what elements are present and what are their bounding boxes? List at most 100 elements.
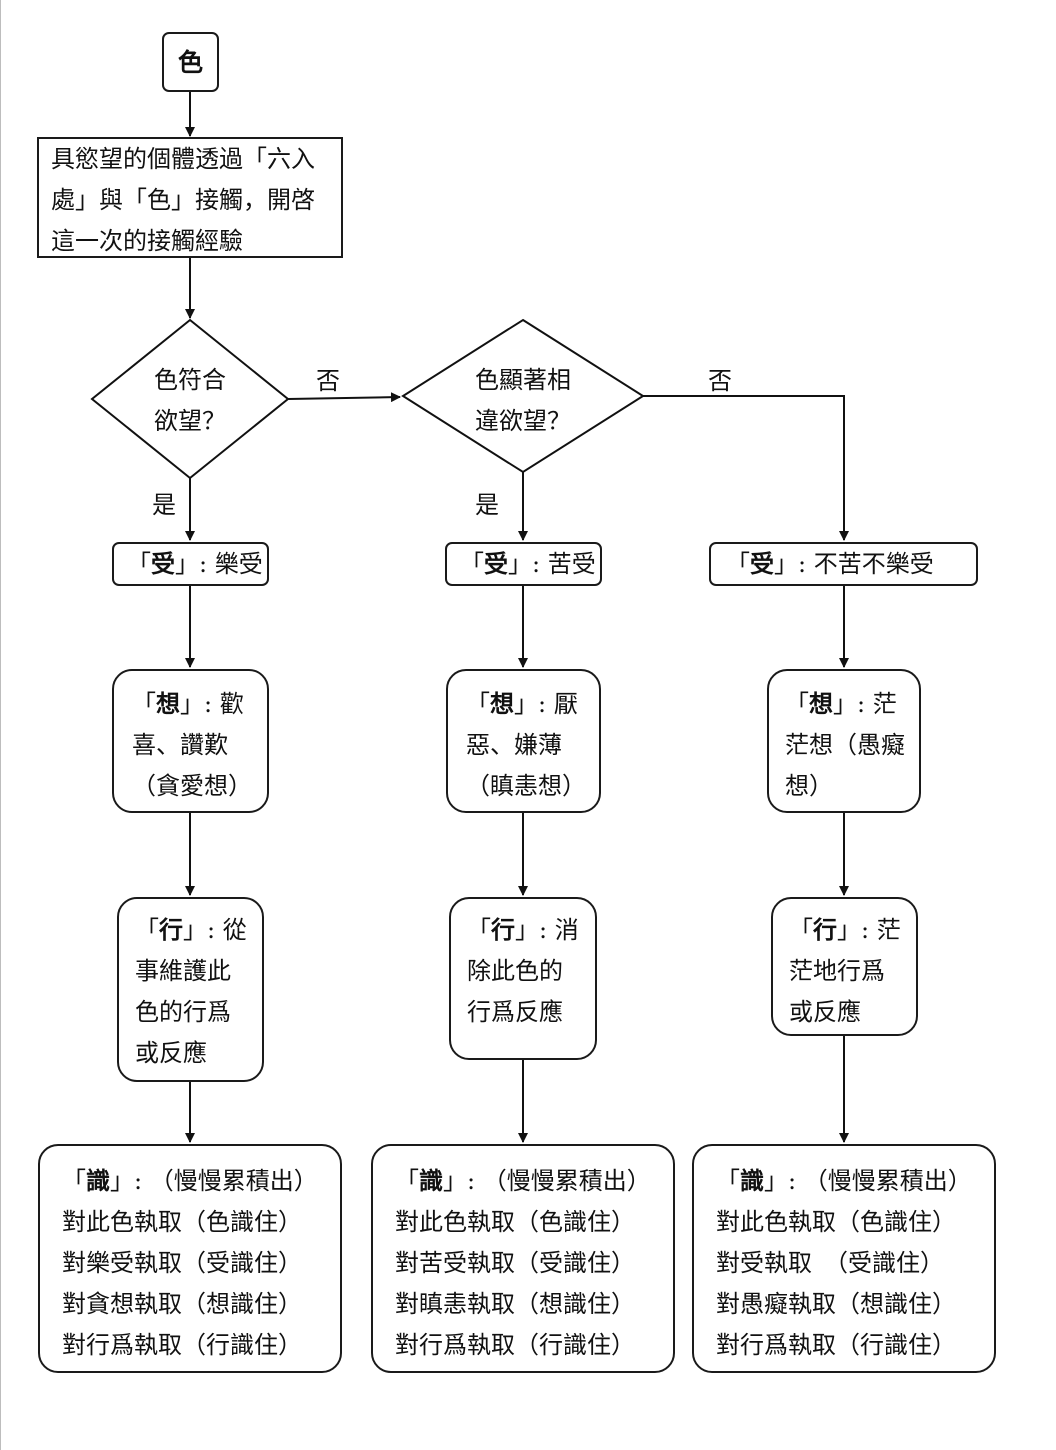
feeling-key: 受 bbox=[750, 549, 774, 578]
decision2-line: 違欲望？ bbox=[475, 407, 571, 435]
perception-line: 喜、讚歎 bbox=[132, 731, 228, 759]
close-bracket: 」 bbox=[443, 1167, 467, 1195]
decision2-no-label: 否 bbox=[708, 367, 732, 395]
consciousness-heading: 「識」: （慢慢累積出） bbox=[395, 1160, 673, 1202]
perception-line: 茫想（愚癡 bbox=[785, 731, 905, 759]
action-line: 除此色的 bbox=[467, 957, 563, 985]
perception-key: 想 bbox=[809, 689, 833, 718]
perception-line: 惡、嫌薄 bbox=[466, 731, 562, 759]
action-line: 事維護此 bbox=[135, 957, 231, 985]
feeling-value: : 苦受 bbox=[532, 550, 596, 578]
close-bracket: 」 bbox=[774, 550, 798, 578]
consciousness-box-3: 「識」: （慢慢累積出） 對此色執取（色識住） 對受執取 （受識住） 對愚癡執取… bbox=[692, 1144, 996, 1373]
consciousness-key: 識 bbox=[86, 1166, 110, 1195]
intro-line: 處」與「色」接觸，開啓 bbox=[51, 186, 315, 214]
intro-box: 具慾望的個體透過「六入 處」與「色」接觸，開啓 這一次的接觸經驗 bbox=[37, 137, 343, 258]
action-line: 茫地行爲 bbox=[789, 957, 885, 985]
perception-line: （瞋恚想） bbox=[466, 772, 586, 800]
perception-first: : 茫 bbox=[857, 690, 897, 718]
consciousness-line: 對此色執取（色識住） bbox=[395, 1208, 635, 1236]
consciousness-line: 對此色執取（色識住） bbox=[62, 1208, 302, 1236]
decision1-text: 色符合 欲望？ bbox=[130, 360, 250, 442]
close-bracket: 」 bbox=[837, 916, 861, 944]
consciousness-key: 識 bbox=[740, 1166, 764, 1195]
perception-line: 想） bbox=[785, 772, 833, 800]
perception-first: : 厭 bbox=[538, 690, 578, 718]
close-bracket: 」 bbox=[514, 690, 538, 718]
action-key: 行 bbox=[813, 915, 837, 944]
start-label: 色 bbox=[177, 47, 203, 77]
open-bracket: 「 bbox=[127, 550, 151, 578]
open-bracket: 「 bbox=[132, 690, 156, 718]
decision2-text: 色顯著相 違欲望？ bbox=[453, 360, 593, 442]
close-bracket: 」 bbox=[764, 1167, 788, 1195]
consciousness-line: 對瞋恚執取（想識住） bbox=[395, 1290, 635, 1318]
open-bracket: 「 bbox=[467, 916, 491, 944]
consciousness-first: : （慢慢累積出） bbox=[788, 1167, 972, 1195]
close-bracket: 」 bbox=[180, 690, 204, 718]
consciousness-line: 對此色執取（色識住） bbox=[716, 1208, 956, 1236]
page-edge bbox=[0, 0, 1, 1450]
arrow-decision1-no bbox=[287, 392, 401, 403]
action-line: 色的行爲 bbox=[135, 998, 231, 1026]
intro-line: 這一次的接觸經驗 bbox=[51, 227, 243, 255]
open-bracket: 「 bbox=[62, 1167, 86, 1195]
consciousness-line: 對行爲執取（行識住） bbox=[62, 1331, 302, 1359]
consciousness-line: 對行爲執取（行識住） bbox=[395, 1331, 635, 1359]
open-bracket: 「 bbox=[466, 690, 490, 718]
consciousness-heading: 「識」: （慢慢累積出） bbox=[716, 1160, 994, 1202]
decision1-no-label: 否 bbox=[316, 367, 340, 395]
close-bracket: 」 bbox=[110, 1167, 134, 1195]
feeling-box-pleasant: 「受」: 樂受 bbox=[112, 542, 269, 586]
feeling-value: : 樂受 bbox=[199, 550, 263, 578]
open-bracket: 「 bbox=[789, 916, 813, 944]
decision2-line: 色顯著相 bbox=[475, 366, 571, 394]
action-heading: 「行」: 茫 bbox=[789, 909, 916, 951]
consciousness-box-1: 「識」: （慢慢累積出） 對此色執取（色識住） 對樂受執取（受識住） 對貪想執取… bbox=[38, 1144, 342, 1373]
consciousness-heading: 「識」: （慢慢累積出） bbox=[62, 1160, 340, 1202]
decision1-diamond bbox=[90, 318, 290, 480]
feeling-key: 受 bbox=[151, 549, 175, 578]
consciousness-key: 識 bbox=[419, 1166, 443, 1195]
action-box-eliminate: 「行」: 消 除此色的 行爲反應 bbox=[449, 897, 597, 1060]
action-heading: 「行」: 消 bbox=[467, 909, 595, 951]
consciousness-line: 對行爲執取（行識住） bbox=[716, 1331, 956, 1359]
consciousness-line: 對苦受執取（受識住） bbox=[395, 1249, 635, 1277]
decision1-line: 欲望？ bbox=[154, 407, 226, 435]
consciousness-first: : （慢慢累積出） bbox=[134, 1167, 318, 1195]
decision1-line: 色符合 bbox=[154, 366, 226, 394]
consciousness-line: 對貪想執取（想識住） bbox=[62, 1290, 302, 1318]
decision2-diamond bbox=[401, 318, 645, 474]
consciousness-line: 對愚癡執取（想識住） bbox=[716, 1290, 956, 1318]
action-line: 行爲反應 bbox=[467, 998, 563, 1026]
decision2-yes-label: 是 bbox=[475, 491, 499, 519]
decision1-yes-label: 是 bbox=[152, 491, 176, 519]
action-first: : 茫 bbox=[861, 916, 901, 944]
open-bracket: 「 bbox=[716, 1167, 740, 1195]
close-bracket: 」 bbox=[175, 550, 199, 578]
action-box-confused: 「行」: 茫 茫地行爲 或反應 bbox=[771, 897, 918, 1036]
action-line: 或反應 bbox=[135, 1039, 207, 1067]
feeling-value: : 不苦不樂受 bbox=[798, 550, 934, 578]
consciousness-line: 對受執取 （受識住） bbox=[716, 1249, 944, 1277]
perception-box-craving: 「想」: 歡 喜、讚歎 （貪愛想） bbox=[112, 669, 269, 813]
perception-first: : 歡 bbox=[204, 690, 244, 718]
action-key: 行 bbox=[159, 915, 183, 944]
open-bracket: 「 bbox=[395, 1167, 419, 1195]
perception-heading: 「想」: 厭 bbox=[466, 683, 599, 725]
consciousness-first: : （慢慢累積出） bbox=[467, 1167, 651, 1195]
perception-box-aversion: 「想」: 厭 惡、嫌薄 （瞋恚想） bbox=[446, 669, 601, 813]
feeling-box-neutral: 「受」: 不苦不樂受 bbox=[709, 542, 978, 586]
start-node: 色 bbox=[162, 32, 219, 92]
open-bracket: 「 bbox=[785, 690, 809, 718]
action-key: 行 bbox=[491, 915, 515, 944]
perception-heading: 「想」: 茫 bbox=[785, 683, 919, 725]
perception-key: 想 bbox=[156, 689, 180, 718]
action-box-maintain: 「行」: 從 事維護此 色的行爲 或反應 bbox=[117, 897, 264, 1082]
feeling-box-painful: 「受」: 苦受 bbox=[445, 542, 602, 586]
consciousness-line: 對樂受執取（受識住） bbox=[62, 1249, 302, 1277]
close-bracket: 」 bbox=[183, 916, 207, 944]
open-bracket: 「 bbox=[726, 550, 750, 578]
perception-line: （貪愛想） bbox=[132, 772, 252, 800]
